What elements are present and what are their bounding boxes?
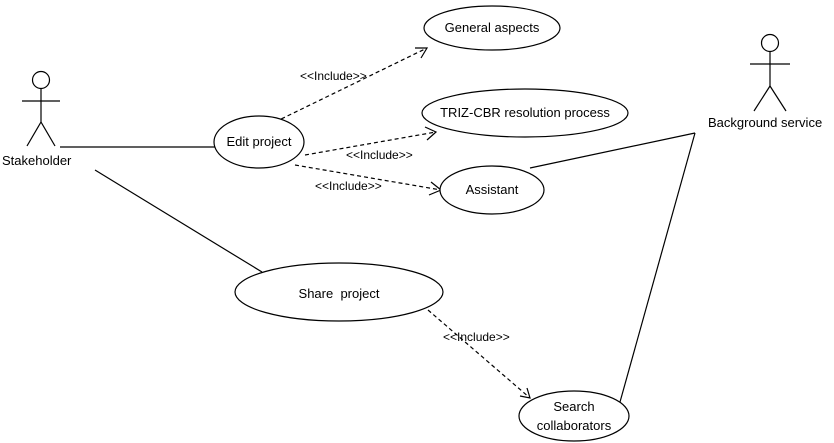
use-case-edit-project: Edit project: [213, 115, 305, 169]
assoc-background-assistant: [529, 132, 696, 169]
use-case-search-collaborators: Search collaborators: [518, 390, 630, 442]
actor-background-service: Background service: [708, 33, 822, 130]
stick-figure-icon: [750, 33, 790, 112]
use-case-triz-cbr: TRIZ-CBR resolution process: [421, 88, 629, 138]
svg-text:Assistant: Assistant: [466, 182, 519, 197]
include-label: <<Include>>: [346, 148, 413, 162]
use-case-assistant: Assistant: [439, 165, 545, 215]
assoc-background-search: [619, 132, 696, 403]
include-share-search: <<Include>>: [427, 309, 531, 399]
svg-text:Edit project: Edit project: [226, 134, 291, 149]
include-edit-general: <<Include>>: [274, 47, 429, 123]
svg-text:General aspects: General aspects: [445, 20, 540, 35]
actor-label: Background service: [708, 115, 822, 130]
svg-text:Search: Search: [553, 399, 594, 414]
svg-text:collaborators: collaborators: [537, 418, 612, 433]
include-label: <<Include>>: [315, 179, 382, 193]
stick-figure-icon: [22, 70, 60, 147]
assoc-stakeholder-share: [94, 169, 263, 273]
use-case-share-project: Share project: [234, 262, 444, 322]
include-edit-triz: <<Include>>: [304, 126, 438, 162]
svg-text:TRIZ-CBR resolution process: TRIZ-CBR resolution process: [440, 105, 610, 120]
include-edit-assistant: <<Include>>: [294, 164, 443, 196]
include-label: <<Include>>: [300, 69, 367, 83]
actor-stakeholder: Stakeholder: [2, 70, 72, 168]
svg-text:Share project: Share project: [299, 286, 380, 301]
include-label: <<Include>>: [443, 330, 510, 344]
use-case-general-aspects: General aspects: [423, 5, 561, 51]
actor-label: Stakeholder: [2, 153, 72, 168]
